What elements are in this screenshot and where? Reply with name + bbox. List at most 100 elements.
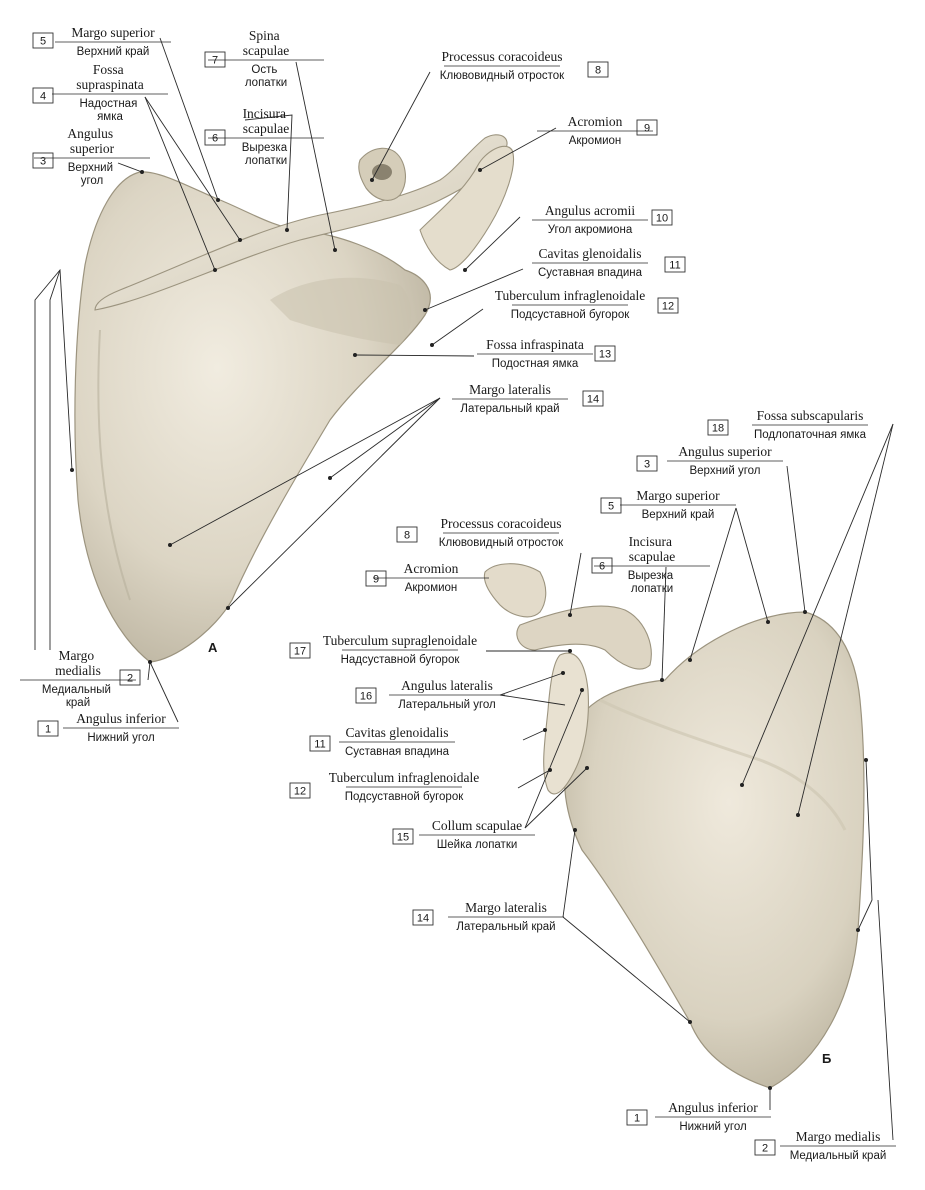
label-russian: Латеральный край: [460, 403, 559, 415]
label-latin: Spina scapulae: [243, 28, 289, 58]
label-russian: Верхний угол: [68, 162, 116, 187]
acromion-a: [419, 145, 515, 271]
label-number: 2: [127, 673, 133, 685]
label-number: 15: [397, 832, 409, 844]
label-number-box: [664, 256, 686, 273]
medial-border-ridge-a: [97, 329, 131, 601]
leader-dots: [70, 168, 868, 1090]
label-russian: Верхний край: [642, 509, 715, 521]
label-russian: Латеральный край: [456, 921, 555, 933]
label-russian: Суставная впадина: [538, 267, 643, 279]
label-number: 14: [587, 394, 599, 406]
label-number-box: [591, 557, 613, 574]
label-latin: Angulus lateralis: [401, 678, 493, 693]
label-russian: Подсуставной бугорок: [511, 309, 630, 321]
label-number: 6: [212, 133, 218, 145]
label-russian: Вырезка лопатки: [628, 570, 677, 595]
label-russian: Подлопаточная ямка: [754, 429, 867, 441]
panel-letter-a: А: [208, 640, 218, 655]
label-number: 16: [360, 691, 372, 703]
label-number-box: [289, 782, 311, 799]
label-number: 5: [40, 36, 46, 48]
label-latin: Fossa supraspinata: [76, 62, 143, 92]
label-number: 8: [404, 530, 410, 542]
label-russian: Подостная ямка: [492, 358, 579, 370]
label-number: 2: [762, 1143, 768, 1155]
label-latin: Fossa subscapularis: [757, 408, 864, 423]
label-number: 11: [669, 260, 680, 272]
label-number: 14: [417, 913, 429, 925]
scapula-posterior-view: [74, 134, 515, 663]
label-latin: Angulus inferior: [668, 1100, 758, 1115]
label-number-box: [396, 526, 418, 543]
label-latin: Angulus superior: [67, 126, 116, 156]
label-number-box: [32, 152, 54, 169]
label-number: 9: [644, 123, 650, 135]
label-russian: Клювовидный отросток: [439, 537, 564, 549]
label-number-box: [594, 345, 616, 362]
glenoid-b: [543, 652, 589, 795]
label-latin: Cavitas glenoidalis: [345, 725, 448, 740]
label-number: 8: [595, 65, 601, 77]
label-number-box: [204, 51, 226, 68]
label-number-box: [32, 87, 54, 104]
label-latin: Angulus superior: [678, 444, 772, 459]
label-russian: Верхний угол: [689, 465, 760, 477]
label-number-box: [600, 497, 622, 514]
label-number-box: [204, 129, 226, 146]
label-number-box: [392, 828, 414, 845]
label-number: 5: [608, 501, 614, 513]
label-number: 6: [599, 561, 605, 573]
label-number: 13: [599, 349, 611, 361]
scapula-anterior-view: [483, 563, 865, 1089]
label-latin: Incisura scapulae: [243, 106, 290, 136]
label-number-box: [289, 642, 311, 659]
label-number: 17: [294, 646, 306, 658]
label-russian: Нижний угол: [87, 732, 154, 744]
label-number-box: [707, 419, 729, 436]
label-russian: Клювовидный отросток: [440, 70, 565, 82]
label-russian: Медиальный край: [42, 684, 114, 709]
label-number-box: [636, 455, 658, 472]
label-russian: Надостная ямка: [80, 98, 141, 123]
label-latin: Processus coracoideus: [441, 49, 562, 64]
label-number-box: [355, 687, 377, 704]
label-number: 7: [212, 55, 218, 67]
panel-letter-b: Б: [822, 1051, 831, 1066]
leader-lines: [34, 37, 894, 1141]
label-russian: Верхний край: [77, 46, 150, 58]
label-russian: Ость лопатки: [245, 64, 287, 89]
label-latin: Collum scapulae: [432, 818, 522, 833]
label-number: 9: [373, 574, 379, 586]
label-number: 1: [634, 1113, 640, 1125]
label-latin: Tuberculum supraglenoidale: [323, 633, 477, 648]
label-latin: Processus coracoideus: [440, 516, 561, 531]
coracoid-hollow-a: [372, 164, 392, 180]
label-number-box: [32, 32, 54, 49]
label-number: 10: [656, 213, 668, 225]
infraspinous-shadow-a: [270, 277, 412, 345]
label-latin: Margo lateralis: [469, 382, 551, 397]
label-latin: Tuberculum infraglenoidale: [329, 770, 480, 785]
